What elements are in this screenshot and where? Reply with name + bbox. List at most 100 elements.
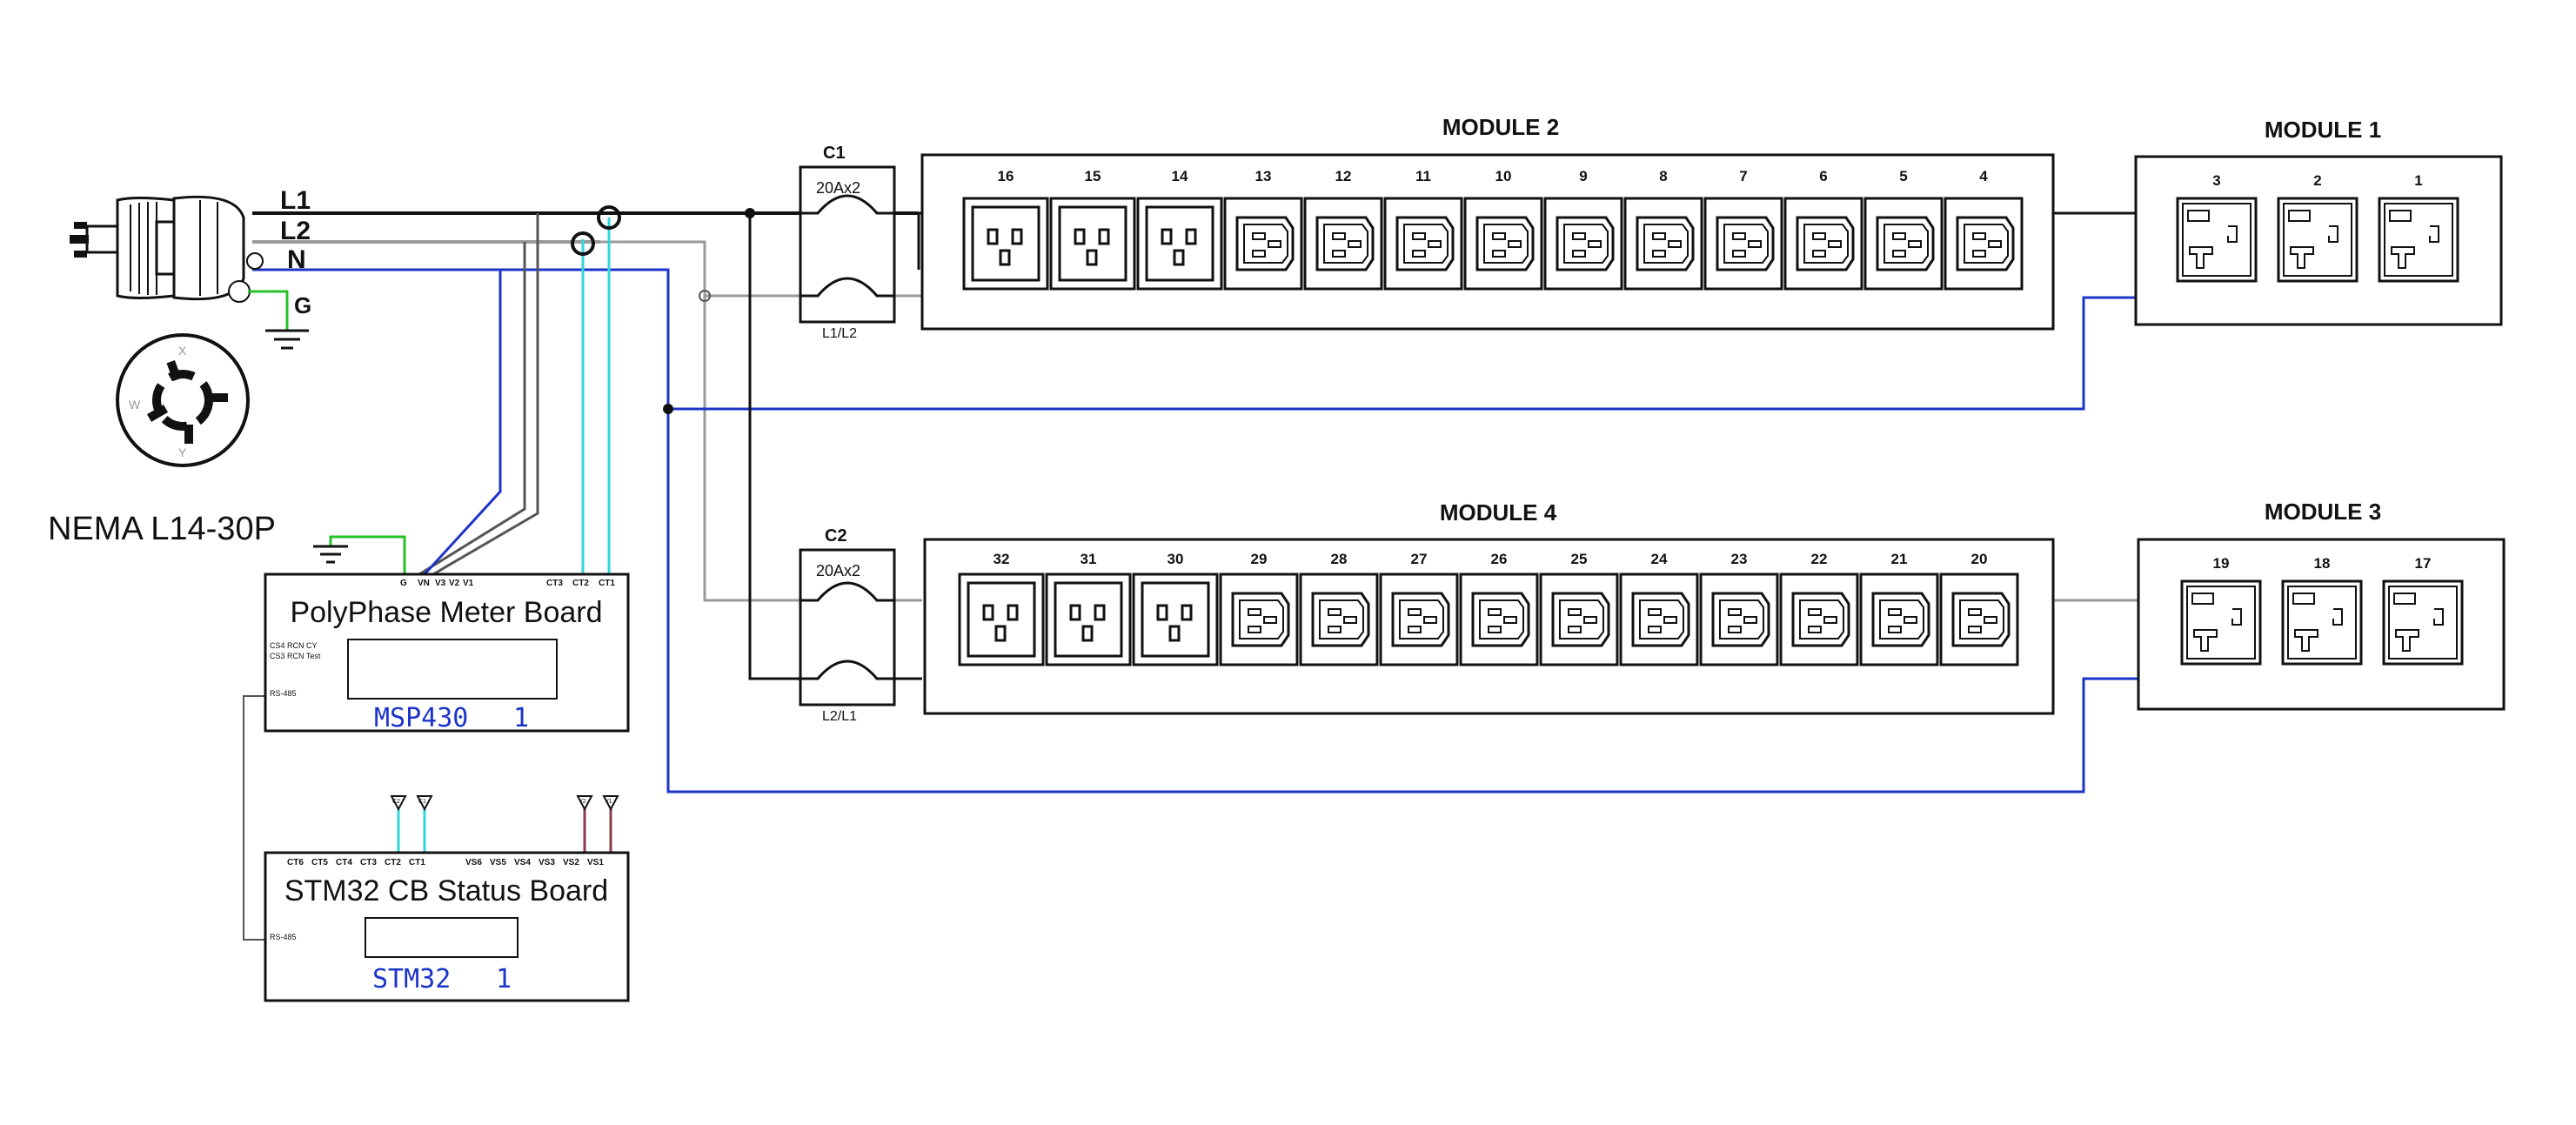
status-ct-pin: CT6 <box>287 858 304 867</box>
breaker-c2-arc-top <box>800 581 894 602</box>
breaker-c1-id: C1 <box>823 144 846 163</box>
c13-outlet-icon <box>1383 197 1463 291</box>
outlet-number: 23 <box>1731 551 1748 567</box>
ct1-sensor <box>597 205 621 230</box>
module-4-title: MODULE 4 <box>1440 499 1557 526</box>
l1-to-c2 <box>748 213 800 680</box>
c13-outlet-icon <box>1379 573 1459 666</box>
meter-display <box>347 639 558 700</box>
status-ct-pin: CT1 <box>409 858 425 867</box>
plug-icon <box>70 195 264 303</box>
status-ct-pin: CT5 <box>311 858 328 867</box>
status-vs-pin: VS4 <box>514 858 531 867</box>
c13-outlet-icon <box>1779 573 1859 666</box>
outlet-number: 2 <box>2313 172 2321 189</box>
c19-outlet-icon <box>962 197 1049 291</box>
outlet-number: 20 <box>1971 551 1988 567</box>
c13-outlet-icon <box>1223 197 1303 291</box>
c13-outlet-icon <box>1463 197 1543 291</box>
breaker-c2-phases: L2/L1 <box>822 709 857 724</box>
probe-v2-label: V2 <box>579 799 586 805</box>
outlet-number: 13 <box>1255 168 1272 184</box>
breaker-c2-arc-bottom <box>800 660 894 680</box>
meter-chip-label: MSP430 <box>374 703 468 733</box>
meter-side-label: CS4 RCN CY <box>270 641 318 650</box>
meter-side-label: CS3 RCN Test <box>270 652 321 660</box>
outlet-number: 16 <box>998 168 1014 184</box>
c19-outlet-icon <box>1045 573 1132 666</box>
outlet-number: 6 <box>1819 168 1827 184</box>
meter-pin-ct1: CT1 <box>599 579 615 588</box>
meter-pin-vn: VN <box>418 579 430 588</box>
c13-outlet-icon <box>1623 197 1703 291</box>
ground-label: G <box>294 292 311 318</box>
module-2-title: MODULE 2 <box>1442 114 1559 140</box>
c13-outlet-icon <box>1219 573 1299 666</box>
outlet-number: 4 <box>1979 168 1988 184</box>
c13-outlet-icon <box>1699 573 1779 666</box>
outlet-number: 17 <box>2415 555 2432 572</box>
breaker-c1-arc-bottom <box>800 277 894 298</box>
c13-outlet-icon <box>1303 197 1383 291</box>
meter-pin-v2: V2 <box>449 579 460 588</box>
outlet-number: 27 <box>1411 551 1428 567</box>
outlet-number: 14 <box>1172 168 1188 184</box>
outlet-number: 25 <box>1571 551 1588 567</box>
outlet-number: 7 <box>1739 168 1747 184</box>
outlet-number: 32 <box>994 551 1010 567</box>
status-rs485-label: RS-485 <box>270 933 297 941</box>
outlet-number: 8 <box>1659 168 1667 184</box>
status-vs-pin: VS2 <box>563 858 579 867</box>
probe-icons <box>390 795 619 812</box>
status-chip-count: 1 <box>496 964 512 994</box>
nema-plug-face-icon: X Y W <box>116 333 250 467</box>
breaker-c1-phases: L1/L2 <box>822 326 857 341</box>
breaker-c2-rating: 20Ax2 <box>816 562 860 579</box>
probe-c1-label: C1 <box>418 799 426 805</box>
c13-outlet-icon <box>1859 573 1939 666</box>
nema-outlet-icon <box>2180 579 2262 666</box>
neutral-label: N <box>287 245 306 274</box>
c13-outlet-icon <box>1459 573 1539 666</box>
meter-board: PolyPhase Meter Board MSP430 1 G VN V3 V… <box>264 573 630 733</box>
breaker-c1-rating: 20Ax2 <box>816 179 860 197</box>
outlet-number: 31 <box>1081 551 1097 567</box>
ct2-sensor <box>571 231 595 256</box>
outlet-number: 3 <box>2212 172 2220 189</box>
nema-outlet-icon <box>2277 197 2359 283</box>
c13-outlet-icon <box>1539 573 1619 666</box>
status-chip-label: STM32 <box>372 964 451 994</box>
c13-outlet-icon <box>1703 197 1783 291</box>
outlet-number: 15 <box>1085 168 1101 184</box>
status-vs-pin: VS3 <box>539 858 555 867</box>
nema-outlet-icon <box>2281 579 2363 666</box>
meter-ground-wire <box>329 535 406 574</box>
vn-tap <box>423 270 502 576</box>
v2-tap <box>418 242 526 576</box>
meter-board-title: PolyPhase Meter Board <box>290 596 602 629</box>
rs485-link <box>243 695 270 941</box>
c13-outlet-icon <box>1939 573 2019 666</box>
outlet-number: 21 <box>1891 551 1908 567</box>
module-1-title: MODULE 1 <box>2265 117 2381 143</box>
module-3-title: MODULE 3 <box>2265 499 2381 525</box>
junction-dot <box>745 208 755 218</box>
c13-outlet-icon <box>1944 197 2024 291</box>
breaker-c2: C2 20Ax2 L2/L1 <box>799 526 896 724</box>
outlet-number: 11 <box>1415 168 1431 184</box>
probe-c2-label: C2 <box>392 799 400 805</box>
c13-outlet-icon <box>1299 573 1379 666</box>
outlet-number: 24 <box>1651 551 1668 567</box>
junction-dot <box>663 404 673 414</box>
meter-chip-count: 1 <box>513 703 529 733</box>
l1-label: L1 <box>280 186 311 215</box>
status-vs-pin: VS6 <box>465 858 482 867</box>
